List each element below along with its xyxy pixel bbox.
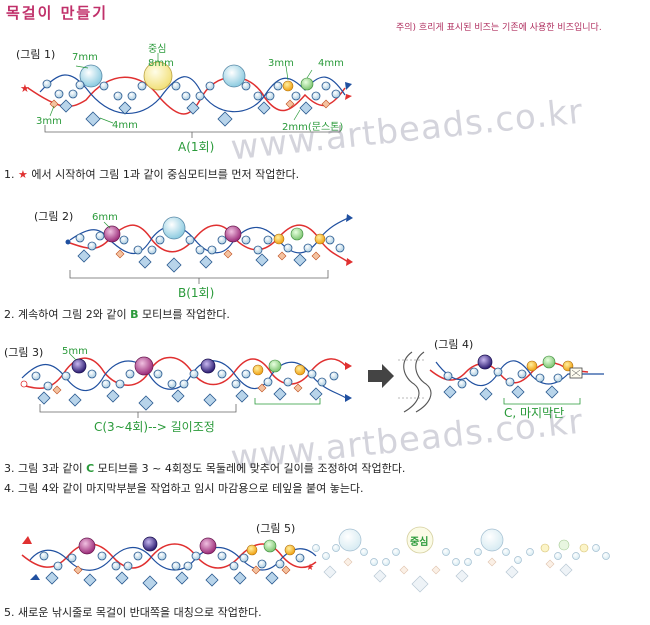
fig5-diagram: ★: [21, 526, 610, 593]
fig3-diagram: [20, 353, 352, 418]
fig1-label-8mm: 8mm: [148, 58, 174, 69]
star-icon: ★: [18, 168, 28, 181]
fig4-diagram: [368, 351, 604, 413]
step4-text: 4. 그림 4와 같이 마지막부분을 작업하고 임시 마감용으로 테잎을 붙여 …: [4, 482, 364, 495]
fig1-label-A: A(1회): [178, 140, 215, 154]
step1-num: 1.: [4, 168, 15, 181]
fig2-label-6mm: 6mm: [92, 212, 118, 223]
fig2-label-B: B(1회): [178, 286, 215, 300]
fig1-label-4mm-bottom: 4mm: [112, 120, 138, 131]
fig2-caption: (그림 2): [34, 210, 74, 223]
step2-part-b: 모티브를 작업한다.: [141, 308, 230, 321]
fig3-label-C: C(3~4회)--> 길이조정: [94, 420, 215, 434]
step1-body: 에서 시작하여 그림 1과 같이 중심모티브를 먼저 작업한다.: [31, 168, 300, 181]
step3-letter: C: [86, 462, 95, 475]
fig4-caption: (그림 4): [434, 338, 474, 351]
fig1-label-2mm: 2mm(문스톤): [282, 122, 344, 133]
step3-part-a: 3. 그림 3과 같이: [4, 462, 83, 475]
fig4-label-C: C, 마지막단: [504, 406, 565, 420]
fig1-label-7mm: 7mm: [72, 52, 98, 63]
page-title: 목걸이 만들기: [6, 4, 109, 22]
step2-text: 2. 계속하여 그림 2와 같이 B 모티브를 작업한다.: [4, 306, 230, 322]
svg-text:★: ★: [20, 82, 30, 95]
fig1-label-3mm-top: 3mm: [268, 58, 294, 69]
fig3-caption: (그림 3): [4, 346, 44, 359]
fig5-label-center: 중심: [410, 537, 429, 548]
fig3-label-5mm: 5mm: [62, 346, 88, 357]
step2-letter: B: [130, 308, 139, 321]
fig2-diagram: [65, 214, 353, 284]
step3-part-b: 모티브를 3 ~ 4회정도 목둘레에 맞추어 길이를 조정하여 작업한다.: [97, 462, 406, 475]
svg-text:★: ★: [306, 563, 314, 573]
fig1-diagram: ★: [20, 53, 352, 138]
fig1-label-4mm-top: 4mm: [318, 58, 344, 69]
step3-text: 3. 그림 3과 같이 C 모티브를 3 ~ 4회정도 목둘레에 맞추어 길이를…: [4, 460, 405, 476]
step5-text: 5. 새로운 낚시줄로 목걸이 반대쪽을 대칭으로 작업한다.: [4, 606, 262, 619]
fig1-label-3mm-bottom: 3mm: [36, 116, 62, 127]
fig1-caption: (그림 1): [16, 48, 56, 61]
fig1-label-center: 중심: [148, 44, 167, 55]
fig5-caption: (그림 5): [256, 522, 296, 535]
step1-text: 1. ★ 에서 시작하여 그림 1과 같이 중심모티브를 먼저 작업한다.: [4, 166, 299, 182]
step2-part-a: 2. 계속하여 그림 2와 같이: [4, 308, 127, 321]
note-text: 주의) 흐리게 표시된 비즈는 기존에 사용한 비즈입니다.: [396, 23, 602, 33]
